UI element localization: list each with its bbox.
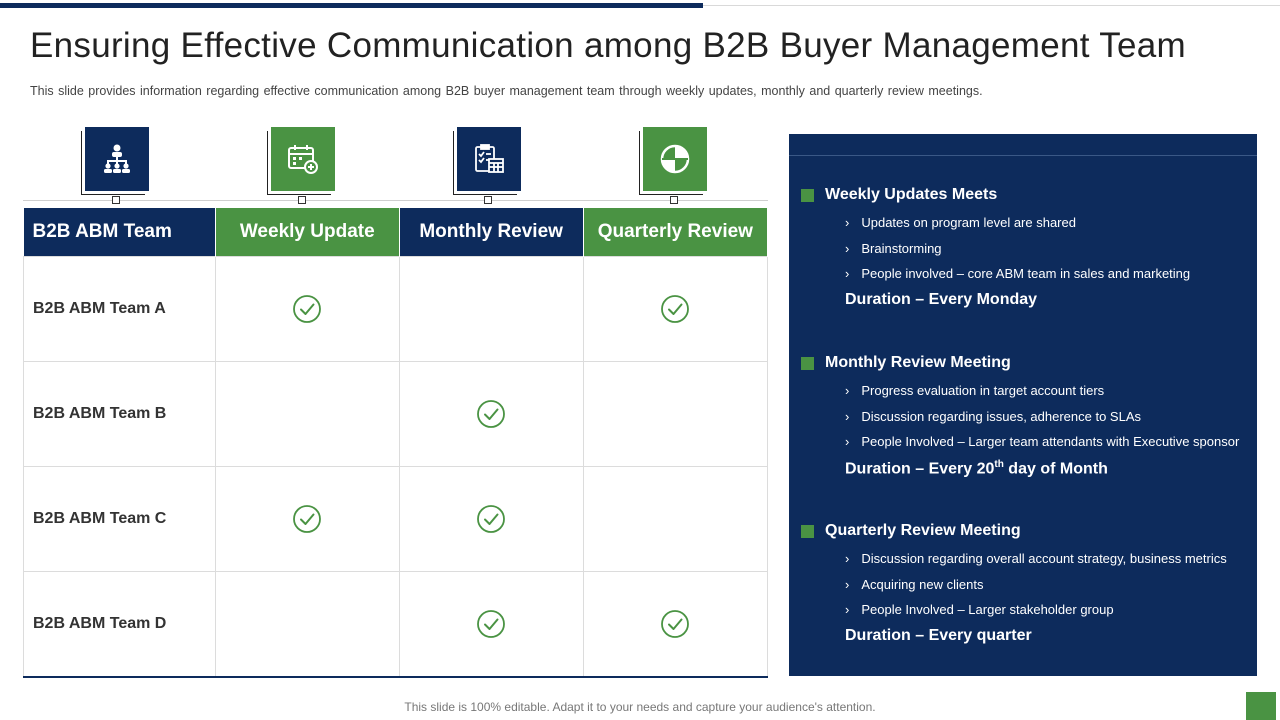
section-header: Weekly Updates Meets [801,185,1257,205]
table-cell [582,361,769,467]
table-cell [398,571,584,678]
table-cell [398,361,584,467]
table-row: B2B ABM Team D [23,571,769,678]
check-circle-icon [476,505,506,533]
table-row: B2B ABM Team C [23,466,769,572]
section-title: Quarterly Review Meeting [825,522,1021,539]
connector-dot [670,196,678,204]
list-item: Progress evaluation in target account ti… [845,381,1257,407]
bullet-list: Updates on program level are shared Brai… [801,213,1257,290]
list-item: People involved – core ABM team in sales… [845,264,1257,290]
square-bullet-icon [801,188,814,202]
icon-row-divider [23,200,768,201]
check-circle-icon [292,505,322,533]
duration-text: Duration – Every quarter [845,626,1032,644]
footer-note: This slide is 100% editable. Adapt it to… [404,700,876,714]
check-circle-icon [660,295,690,323]
table-cell [214,256,400,362]
check-circle-icon [660,610,690,638]
duration-ordinal: th [994,458,1004,470]
bullet-list: Discussion regarding overall account str… [801,549,1257,626]
page-title: Ensuring Effective Communication among B… [30,26,1186,65]
org-chart-icon [85,127,149,191]
bullet-list: Progress evaluation in target account ti… [801,381,1257,458]
table-row: B2B ABM Team A [23,256,769,362]
row-label: B2B ABM Team B [23,361,216,467]
section-title: Weekly Updates Meets [825,186,998,203]
check-circle-icon [292,295,322,323]
table-cell [214,466,400,572]
section-header: Quarterly Review Meeting [801,521,1257,541]
column-header: Quarterly Review [583,208,769,257]
section-header: Monthly Review Meeting [801,353,1257,373]
column-header: B2B ABM Team [23,208,216,257]
square-bullet-icon [801,524,814,538]
list-item: Discussion regarding overall account str… [845,549,1257,575]
checklist-calendar-icon [457,127,521,191]
communication-matrix-table: B2B ABM Team Weekly Update Monthly Revie… [23,208,769,678]
list-item: Discussion regarding issues, adherence t… [845,407,1257,433]
table-cell [582,571,769,678]
connector-dot [484,196,492,204]
meeting-section: Monthly Review Meeting Progress evaluati… [801,353,1257,478]
table-row: B2B ABM Team B [23,361,769,467]
table-header-row: B2B ABM Team Weekly Update Monthly Revie… [23,208,769,257]
meeting-details-panel: Weekly Updates Meets Updates on program … [789,134,1257,676]
list-item: Updates on program level are shared [845,213,1257,239]
section-title: Monthly Review Meeting [825,354,1011,371]
top-accent-bar [0,3,703,8]
panel-divider [789,155,1257,156]
duration-suffix: day of Month [1003,459,1108,477]
pie-chart-icon [643,127,707,191]
meeting-section: Quarterly Review Meeting Discussion rega… [801,521,1257,645]
table-cell [398,466,584,572]
check-circle-icon [476,400,506,428]
table-cell [582,256,769,362]
corner-accent [1246,692,1276,720]
table-cell [214,361,400,467]
check-circle-icon [476,610,506,638]
table-cell [582,466,769,572]
list-item: People Involved – Larger stakeholder gro… [845,600,1257,626]
duration-text: Duration – Every 20th day of Month [801,459,1257,478]
connector-dot [298,196,306,204]
square-bullet-icon [801,356,814,370]
column-header: Monthly Review [399,208,584,257]
duration-prefix: Duration – Every 20 [845,459,995,477]
page-subtitle: This slide provides information regardin… [30,84,983,98]
meeting-section: Weekly Updates Meets Updates on program … [801,185,1257,309]
duration-text: Duration – Every Monday [845,290,1038,308]
list-item: Acquiring new clients [845,575,1257,601]
list-item: People Involved – Larger team attendants… [845,432,1257,458]
row-label: B2B ABM Team D [23,571,216,678]
row-label: B2B ABM Team A [23,256,216,362]
column-header: Weekly Update [215,208,400,257]
table-cell [214,571,400,678]
row-label: B2B ABM Team C [23,466,216,572]
calendar-add-icon [271,127,335,191]
list-item: Brainstorming [845,239,1257,265]
table-cell [398,256,584,362]
connector-dot [112,196,120,204]
